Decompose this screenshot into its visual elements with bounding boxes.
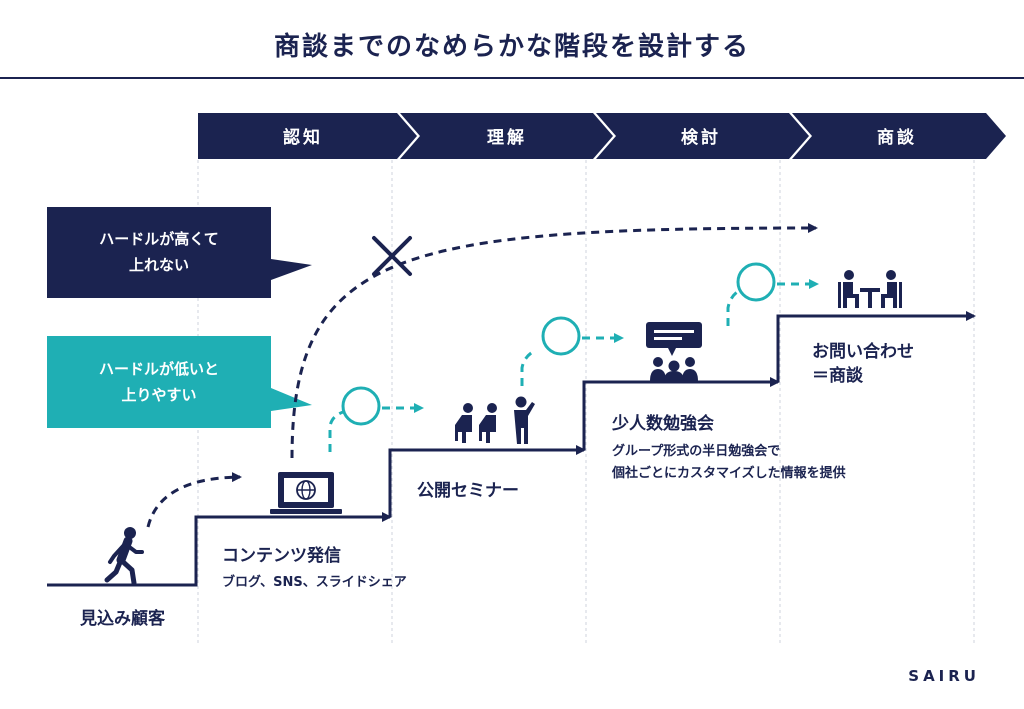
step-inquiry-title-line2: ＝商談 bbox=[812, 366, 863, 386]
callout-high-hurdle: ハードルが高くて 上れない bbox=[47, 226, 271, 278]
staircase-step-3 bbox=[582, 377, 780, 450]
step-seminar-title: 公開セミナー bbox=[417, 481, 519, 501]
blocked-x-mark bbox=[372, 236, 412, 276]
callout-low-line2: 上りやすい bbox=[121, 386, 197, 404]
stage-label-negotiation: 商談 bbox=[877, 128, 917, 148]
seminar-icon bbox=[455, 396, 535, 444]
stage-chevron-awareness bbox=[198, 113, 417, 159]
step-inquiry-title-line1: お問い合わせ bbox=[812, 342, 914, 362]
stage-chevron-negotiation bbox=[792, 113, 1006, 159]
study-group-icon bbox=[646, 322, 702, 381]
staircase-line bbox=[47, 512, 392, 587]
callout-high-line2: 上れない bbox=[128, 256, 189, 274]
callout-low-line1: ハードルが低いと bbox=[98, 360, 219, 378]
callout-low-shape bbox=[47, 336, 312, 428]
callout-high-line1: ハードルが高くて bbox=[99, 230, 219, 248]
step-content-sub: ブログ、SNS、スライドシェア bbox=[222, 575, 407, 590]
teal-step-2 bbox=[520, 316, 624, 386]
stage-label-understanding: 理解 bbox=[487, 128, 527, 148]
laptop-globe-icon bbox=[270, 472, 342, 514]
step-study-title: 少人数勉強会 bbox=[612, 414, 714, 434]
callout-low-hurdle: ハードルが低いと 上りやすい bbox=[47, 356, 271, 408]
page-title: 商談までのなめらかな階段を設計する bbox=[273, 32, 750, 62]
staircase-step-4 bbox=[776, 311, 976, 382]
prospect-dashed-arrow bbox=[146, 472, 242, 528]
teal-step-1 bbox=[328, 386, 424, 452]
blocked-dashed-arrow bbox=[290, 223, 818, 459]
brand-logo: SAIRU bbox=[908, 667, 980, 685]
stage-banner bbox=[198, 113, 1006, 159]
stage-chevron-consideration bbox=[596, 113, 809, 159]
callout-high-shape bbox=[47, 207, 312, 298]
step-inquiry-title: お問い合わせ ＝商談 bbox=[812, 340, 914, 388]
stage-label-consideration: 検討 bbox=[681, 128, 721, 148]
stage-chevron-understanding bbox=[400, 113, 613, 159]
step-study-sub: グループ形式の半日勉強会で 個社ごとにカスタマイズした情報を提供 bbox=[612, 441, 846, 485]
walking-person-icon bbox=[104, 527, 144, 586]
step-prospect-title: 見込み顧客 bbox=[80, 609, 165, 629]
staircase-step-2 bbox=[388, 445, 586, 517]
step-content-title: コンテンツ発信 bbox=[222, 546, 341, 566]
step-study-sub-line1: グループ形式の半日勉強会で bbox=[612, 444, 781, 459]
title-divider bbox=[0, 77, 1024, 79]
meeting-icon bbox=[838, 270, 902, 308]
stage-label-awareness: 認知 bbox=[283, 128, 323, 148]
teal-step-3 bbox=[726, 262, 819, 326]
step-study-sub-line2: 個社ごとにカスタマイズした情報を提供 bbox=[612, 466, 846, 481]
